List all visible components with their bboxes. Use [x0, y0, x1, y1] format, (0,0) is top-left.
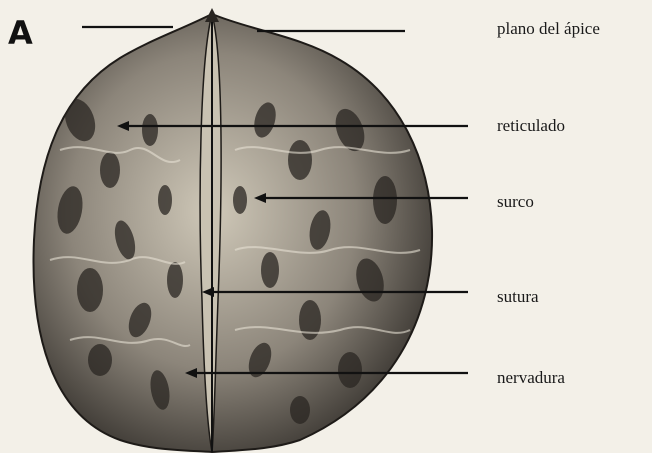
label-vein: nervadura [497, 368, 565, 388]
label-groove: surco [497, 192, 534, 212]
label-suture: sutura [497, 287, 539, 307]
label-apex-plane: plano del ápice [497, 19, 600, 39]
panel-letter: A [8, 14, 34, 52]
walnut-shell [34, 14, 433, 452]
label-reticulation: reticulado [497, 116, 565, 136]
